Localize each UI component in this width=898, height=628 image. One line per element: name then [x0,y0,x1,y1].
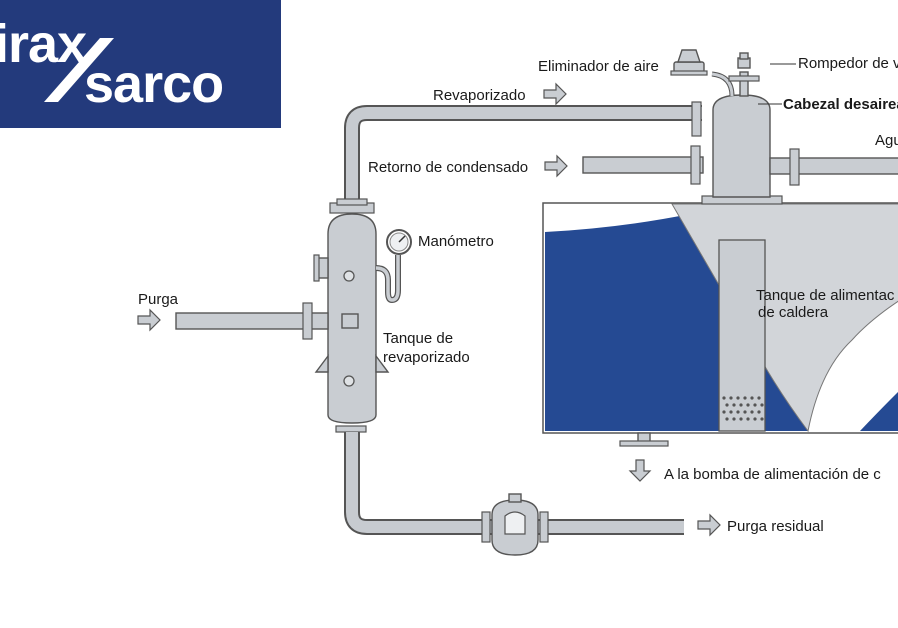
flash-vessel [313,198,390,433]
label-purga: Purga [138,291,179,308]
deaerator-head-body [712,94,771,198]
condensate-return-pipe [582,156,704,174]
flash-vessel-body [327,213,377,424]
dip-pipe [718,239,766,432]
logo-slash [44,38,114,102]
flash-steam-arrow-icon [543,82,567,106]
pump-arrow-icon [628,459,652,482]
label-purga-residual: Purga residual [727,518,824,535]
label-eliminador-aire: Eliminador de aire [538,58,659,75]
label-bomba-alimentacion: A la bomba de alimentación de c [664,466,881,483]
label-agua: Agu [875,132,898,149]
deaerator-head [670,49,898,205]
vacuum-breaker-icon [728,52,760,97]
label-revaporizado: Revaporizado [433,87,526,104]
feed-tank-water-right [860,392,898,431]
label-tanque-revaporizado-2: revaporizado [383,349,470,366]
feed-tank-outlet-flange [619,440,669,447]
logo-background [0,0,281,128]
steam-trap-icon [481,493,549,556]
label-manometro: Manómetro [418,233,494,250]
label-tanque-alimentacion-2: de caldera [758,304,829,321]
pressure-gauge-icon [375,229,412,304]
label-tanque-revaporizado-1: Tanque de [383,330,453,347]
air-eliminator-icon [670,49,708,76]
condensate-arrow-icon [544,154,568,178]
label-cabezal-desaireador: Cabezal desaireador [783,96,898,113]
logo-line-1: irax [0,14,87,74]
residual-arrow-icon [697,513,721,537]
blowdown-inlet-pipe [175,312,329,330]
spirax-sarco-logo: irax sarco [0,0,281,128]
feed-tank [542,202,898,447]
label-rompedor-vacio: Rompedor de v [798,55,898,72]
logo-line-2: sarco [84,54,223,114]
dip-pipe-perforations [722,396,764,421]
label-tanque-alimentacion-1: Tanque de alimentac [756,287,895,304]
blowdown-arrow-icon [137,308,161,332]
label-retorno-condensado: Retorno de condensado [368,159,528,176]
